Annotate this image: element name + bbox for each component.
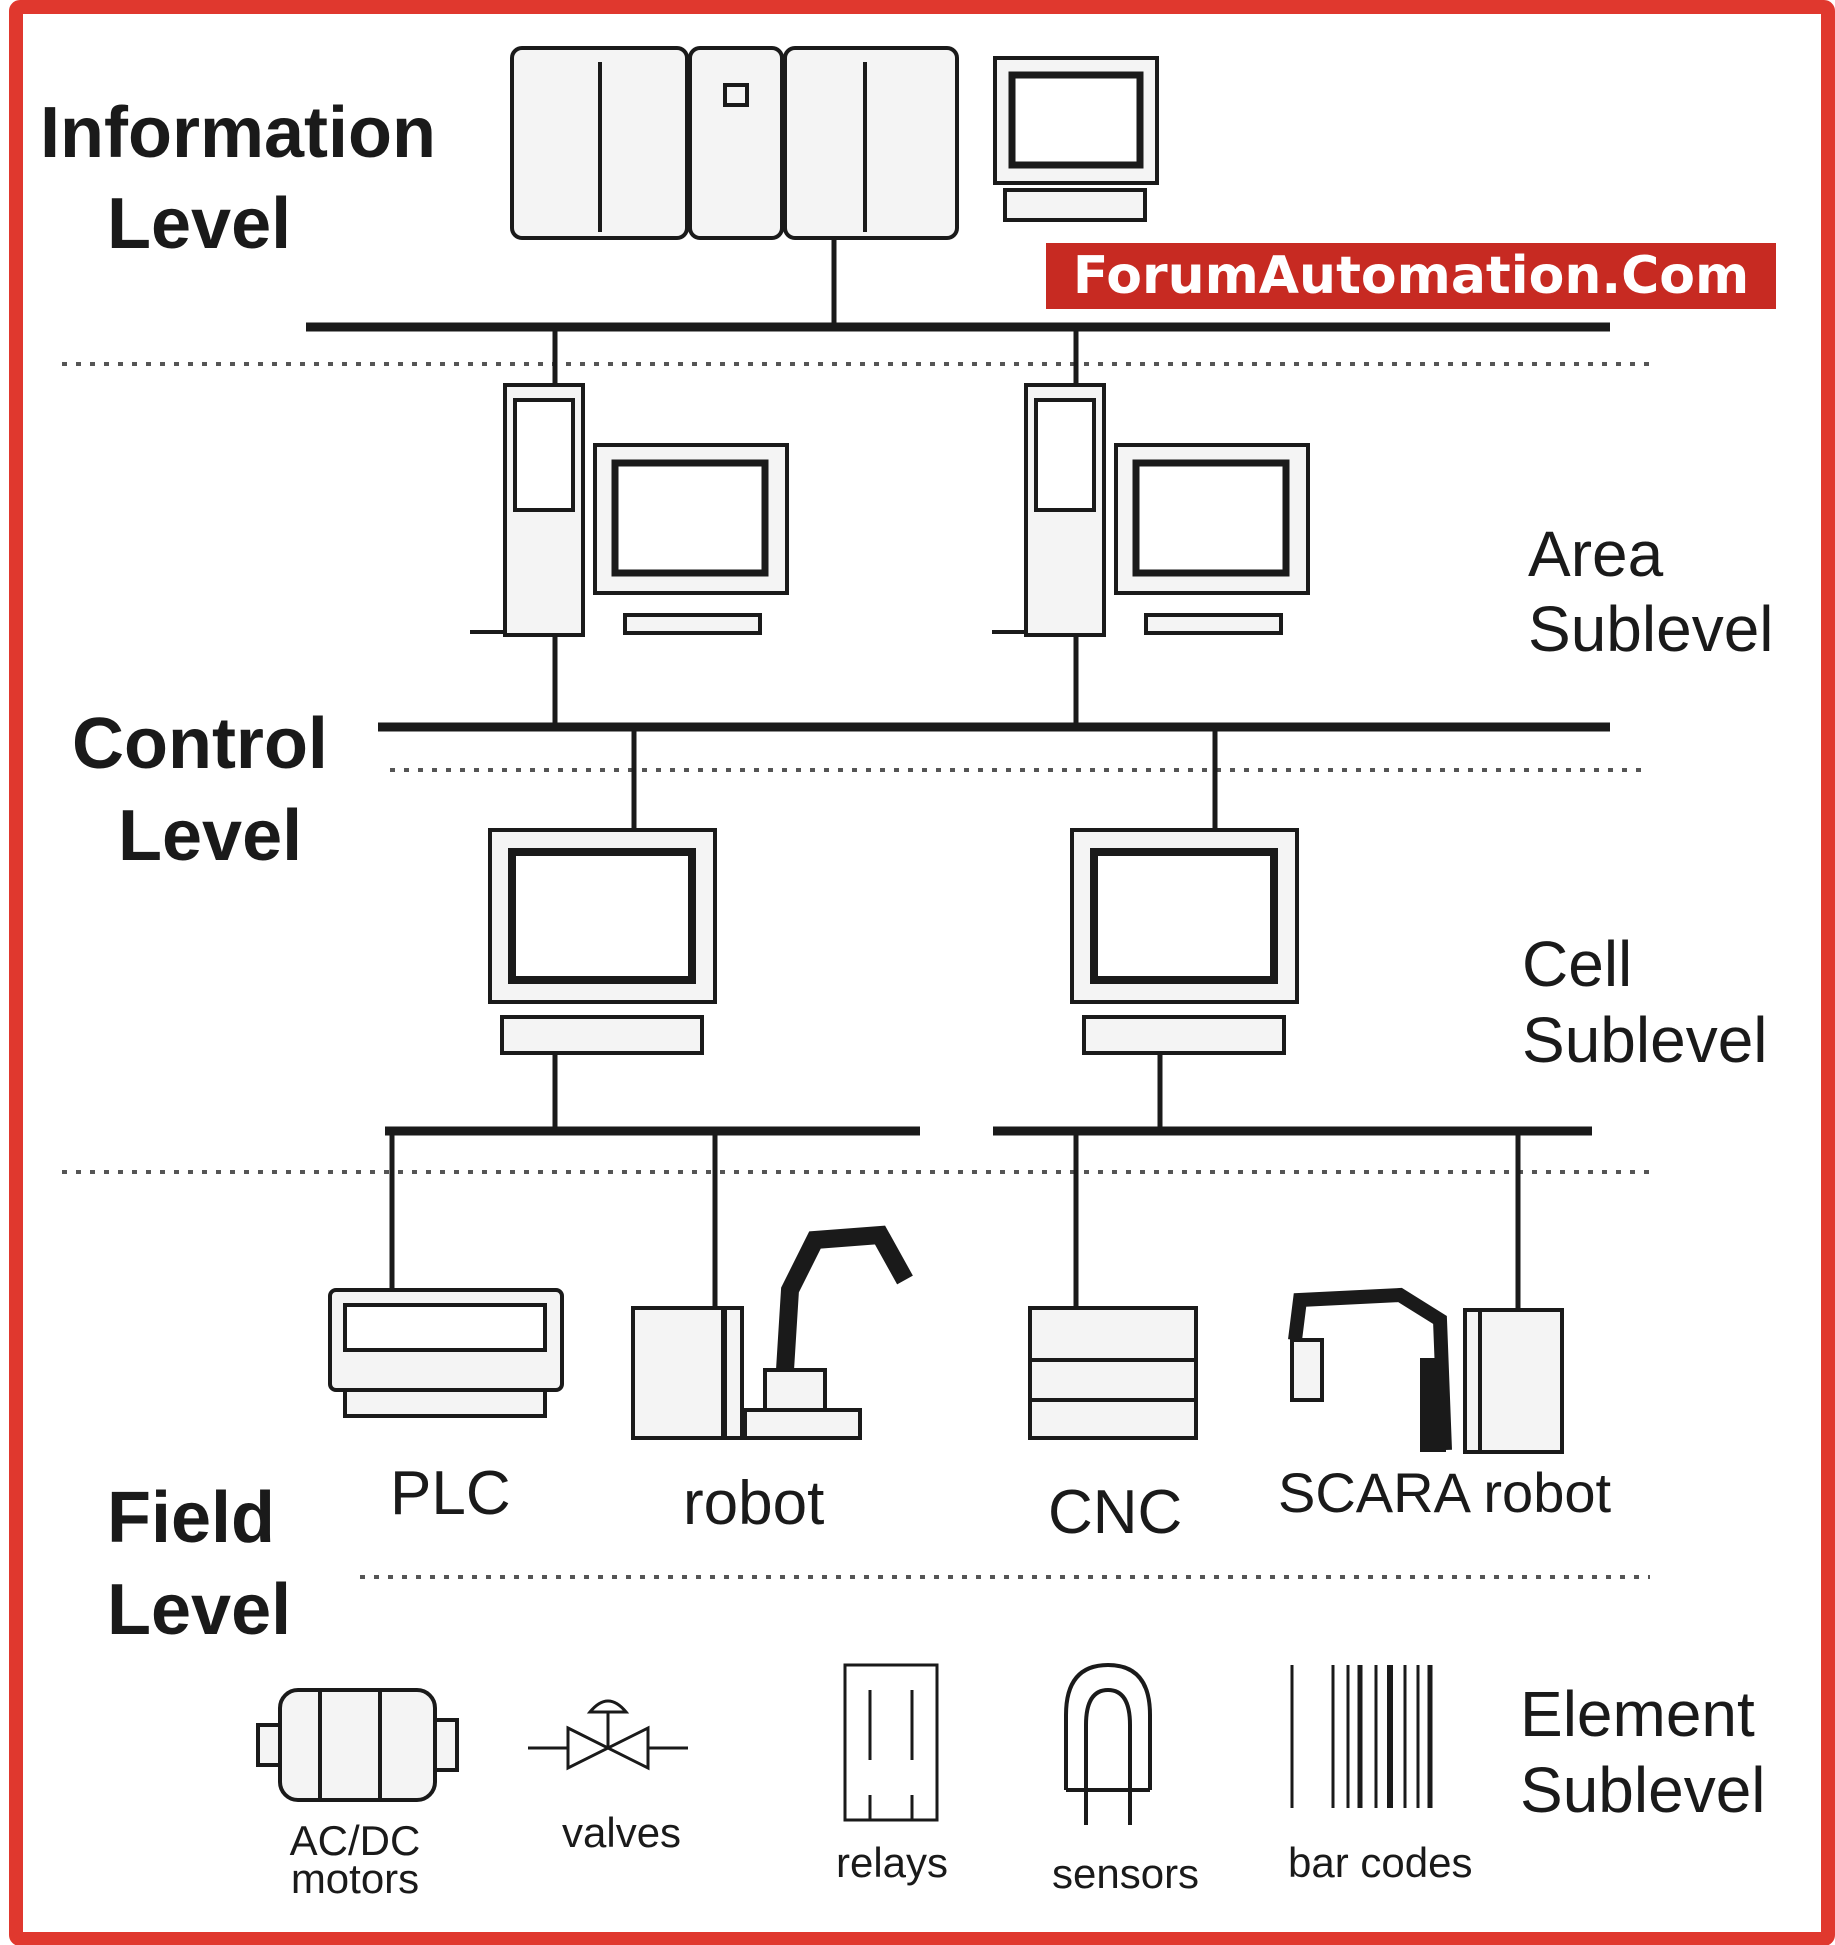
- plc-icon: [328, 1288, 564, 1418]
- watermark-badge: ForumAutomation.Com: [1046, 243, 1776, 309]
- robot-label: robot: [683, 1469, 825, 1538]
- area-sublevel-label-line2: Sublevel: [1528, 593, 1774, 665]
- valve-icon: [528, 1699, 688, 1771]
- level-separators: [62, 362, 1650, 1579]
- element-sublevel-label-line1: Element: [1520, 1678, 1755, 1750]
- cnc-label: CNC: [1048, 1478, 1183, 1547]
- area-sublevel-label-line1: Area: [1528, 518, 1664, 590]
- scara-robot-icon: [1288, 1287, 1564, 1454]
- control-level-label-line2: Level: [118, 796, 303, 876]
- field-level-label-line1: Field: [107, 1478, 276, 1558]
- cell-pc-left-icon: [488, 828, 717, 1055]
- barcodes-label: bar codes: [1288, 1839, 1473, 1886]
- cell-sublevel-label-line2: Sublevel: [1522, 1004, 1768, 1076]
- element-sublevel-label-line2: Sublevel: [1520, 1754, 1766, 1826]
- relay-icon: [843, 1663, 939, 1822]
- network-buses: [306, 322, 1610, 1136]
- cell-pc-right-icon: [1070, 828, 1299, 1055]
- relays-label: relays: [836, 1839, 949, 1886]
- motors-label-line1: AC/DC: [289, 1817, 421, 1864]
- cnc-icon: [1028, 1306, 1198, 1440]
- valves-label: valves: [562, 1809, 682, 1856]
- barcode-icon: [1290, 1665, 1433, 1808]
- motors-label-line2: motors: [290, 1855, 420, 1902]
- drop-lines: [389, 240, 1521, 1310]
- robot-icon: [631, 1225, 913, 1440]
- sensor-icon: [1064, 1662, 1152, 1825]
- cell-sublevel-label-line1: Cell: [1522, 928, 1633, 1000]
- workstation-monitor-icon: [993, 56, 1159, 222]
- area-pc-right-icon: [992, 383, 1310, 637]
- information-level-label-line1: Information: [40, 93, 436, 173]
- mainframe-server-icon: [510, 46, 959, 240]
- outer-frame: [9, 0, 1835, 1945]
- field-level-label-line2: Level: [107, 1570, 292, 1650]
- information-level-label-line2: Level: [107, 184, 292, 264]
- scara-robot-label: SCARA robot: [1278, 1461, 1612, 1524]
- plc-label: PLC: [390, 1459, 511, 1528]
- sensors-label: sensors: [1052, 1850, 1200, 1897]
- area-pc-left-icon: [470, 383, 789, 637]
- motor-icon: [256, 1688, 459, 1802]
- control-level-label-line1: Control: [72, 704, 328, 784]
